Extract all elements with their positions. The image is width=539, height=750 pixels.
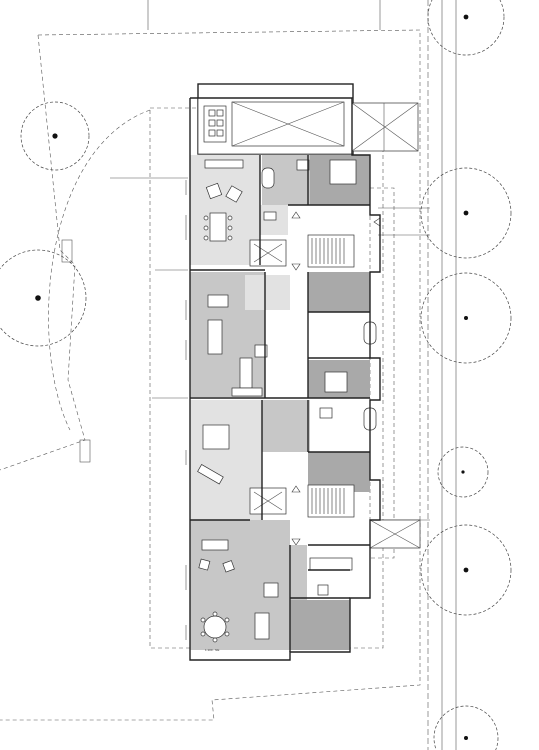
apartment-1	[190, 155, 370, 265]
round-table	[203, 615, 227, 639]
bed	[202, 424, 230, 450]
tree-symbol	[433, 705, 499, 750]
core-upper	[249, 211, 381, 271]
tree-symbol	[427, 0, 505, 56]
tree-symbol	[0, 249, 87, 347]
tree-symbol	[420, 524, 512, 616]
dining-table	[207, 319, 223, 355]
street	[427, 0, 457, 750]
bathtub	[261, 167, 275, 189]
scale-note: 1:100 · NE	[205, 648, 219, 652]
apartment-4	[190, 520, 353, 650]
staircase	[307, 484, 355, 518]
bed	[329, 159, 357, 185]
core-lower	[249, 484, 421, 549]
staircase	[307, 234, 355, 268]
tree-symbol	[20, 101, 90, 171]
tree-symbol	[420, 167, 512, 259]
building-walls	[185, 97, 381, 661]
tree-symbol	[420, 272, 512, 364]
dining-table	[209, 212, 227, 242]
sofa	[204, 159, 244, 169]
bed	[324, 371, 348, 393]
trees	[0, 0, 512, 750]
tree-symbol	[437, 446, 489, 498]
apartment-2	[190, 272, 377, 398]
roof-terrace	[197, 83, 419, 155]
sofa	[201, 539, 229, 551]
